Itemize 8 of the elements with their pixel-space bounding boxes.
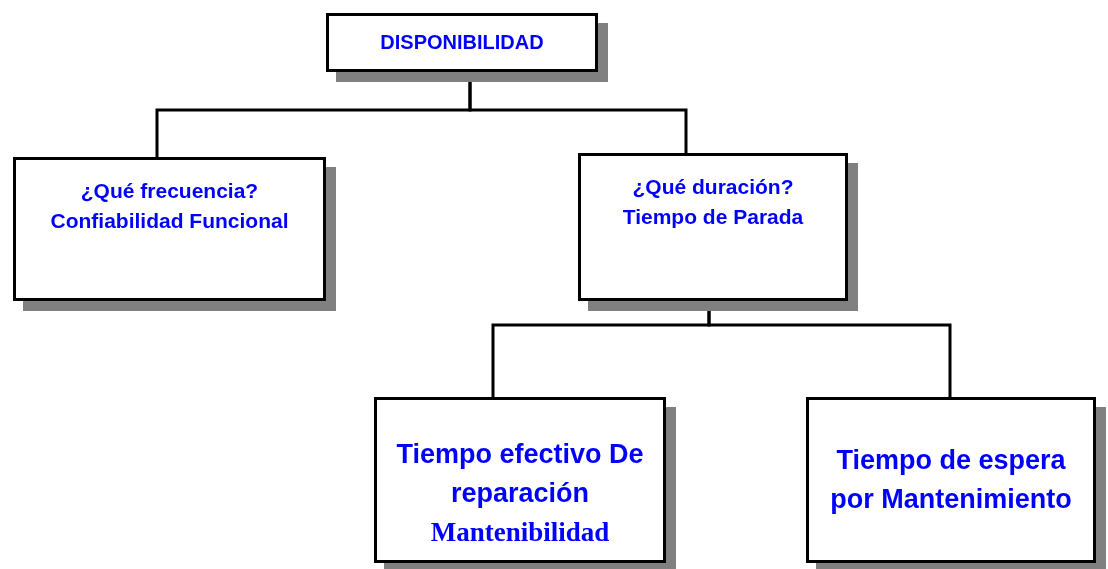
box-text: Tiempo de espera por Mantenimiento bbox=[829, 443, 1073, 516]
box-text: Tiempo efectivo De reparación bbox=[395, 437, 645, 510]
box-text: DISPONIBILIDAD bbox=[379, 30, 545, 55]
box-text: Confiabilidad Funcional bbox=[49, 208, 290, 235]
box-text: ¿Qué frecuencia? bbox=[79, 178, 260, 204]
box-text: ¿Qué duración? bbox=[631, 174, 795, 200]
box-text: Tiempo de Parada bbox=[621, 204, 805, 231]
box-text: Mantenibilidad bbox=[429, 515, 611, 549]
